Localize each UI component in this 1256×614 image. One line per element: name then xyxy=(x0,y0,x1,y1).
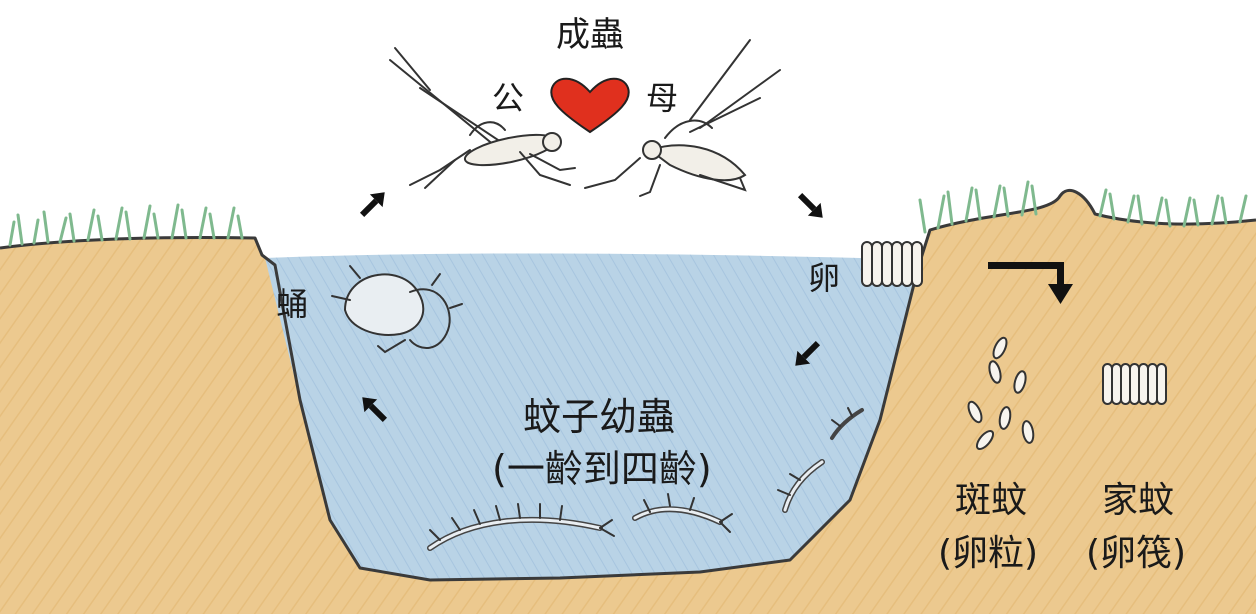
mosquito-male-icon xyxy=(389,47,576,189)
larva-icon xyxy=(632,493,733,533)
heart-icon xyxy=(550,77,630,134)
egg-icon xyxy=(967,336,1035,451)
larva-instar-label: (一齡到四齡) xyxy=(492,447,712,491)
arrow-egg-types-icon xyxy=(988,262,1073,304)
arrow-egg-to-larva-icon xyxy=(795,340,821,366)
male-label: 公 xyxy=(492,79,525,117)
aedes-label: 斑蚊 xyxy=(955,480,1028,521)
pupa-label: 蛹 xyxy=(276,285,309,323)
larva-icon xyxy=(427,503,615,551)
culex-label: 家蚊 xyxy=(1102,480,1175,521)
larva-label: 蚊子幼蟲 xyxy=(523,395,676,439)
culex-egg-label: (卵筏) xyxy=(1086,533,1187,574)
egg-label: 卵 xyxy=(808,259,841,297)
egg-raft-icon xyxy=(1102,363,1167,405)
adult-title: 成蟲 xyxy=(556,15,624,55)
larva-icon xyxy=(830,407,864,440)
mosquito-female-icon xyxy=(584,39,781,197)
arrow-adult-to-egg-icon xyxy=(797,192,823,218)
arrow-pupa-to-adult-icon xyxy=(359,192,385,218)
grass-right xyxy=(918,180,1248,234)
aedes-egg-label: (卵粒) xyxy=(938,533,1039,574)
larva-icon xyxy=(777,459,825,513)
egg-raft-icon xyxy=(861,241,923,287)
pupa-icon xyxy=(331,265,463,354)
female-label: 母 xyxy=(646,79,679,117)
grass-left xyxy=(8,203,244,247)
arrow-larva-to-pupa-icon xyxy=(362,397,388,423)
